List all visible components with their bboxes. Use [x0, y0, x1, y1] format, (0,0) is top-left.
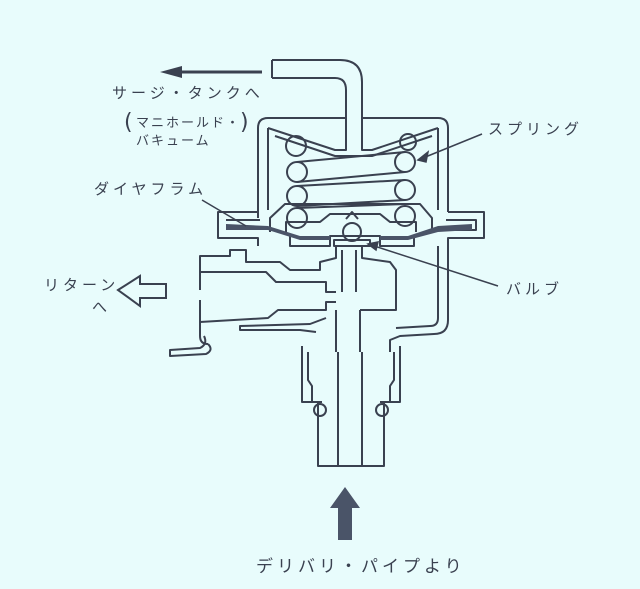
arrow-to-return	[116, 274, 167, 308]
label-delivery-pipe: デリバリ・パイプより	[256, 557, 466, 577]
label-manifold-vacuum-line1: マニホールド・	[136, 116, 242, 131]
lower-body	[199, 246, 449, 352]
label-diaphragm: ダイヤフラム	[94, 180, 208, 198]
return-bracket	[169, 335, 212, 357]
paren-open: (	[124, 110, 137, 135]
label-spring: スプリング	[488, 120, 584, 138]
valve-leader	[367, 243, 499, 287]
label-return-line1: リターン	[44, 276, 120, 294]
label-surge-tank: サージ・タンクへ	[112, 84, 264, 102]
label-manifold-vacuum-line2: バキューム	[136, 134, 211, 149]
spring-leader	[417, 133, 483, 161]
arrow-to-surge-tank	[160, 66, 262, 78]
label-valve: バルブ	[506, 280, 564, 298]
vacuum-pipe	[271, 59, 363, 130]
valve-ball	[342, 222, 362, 242]
arrow-from-delivery-pipe	[330, 487, 360, 540]
diaphragm	[226, 224, 472, 240]
spring-coils	[285, 133, 417, 229]
inlet-pipe	[301, 346, 401, 467]
diaphragm-leader	[201, 199, 247, 227]
paren-close: )	[240, 110, 253, 135]
label-return-line2: へ	[92, 298, 112, 316]
